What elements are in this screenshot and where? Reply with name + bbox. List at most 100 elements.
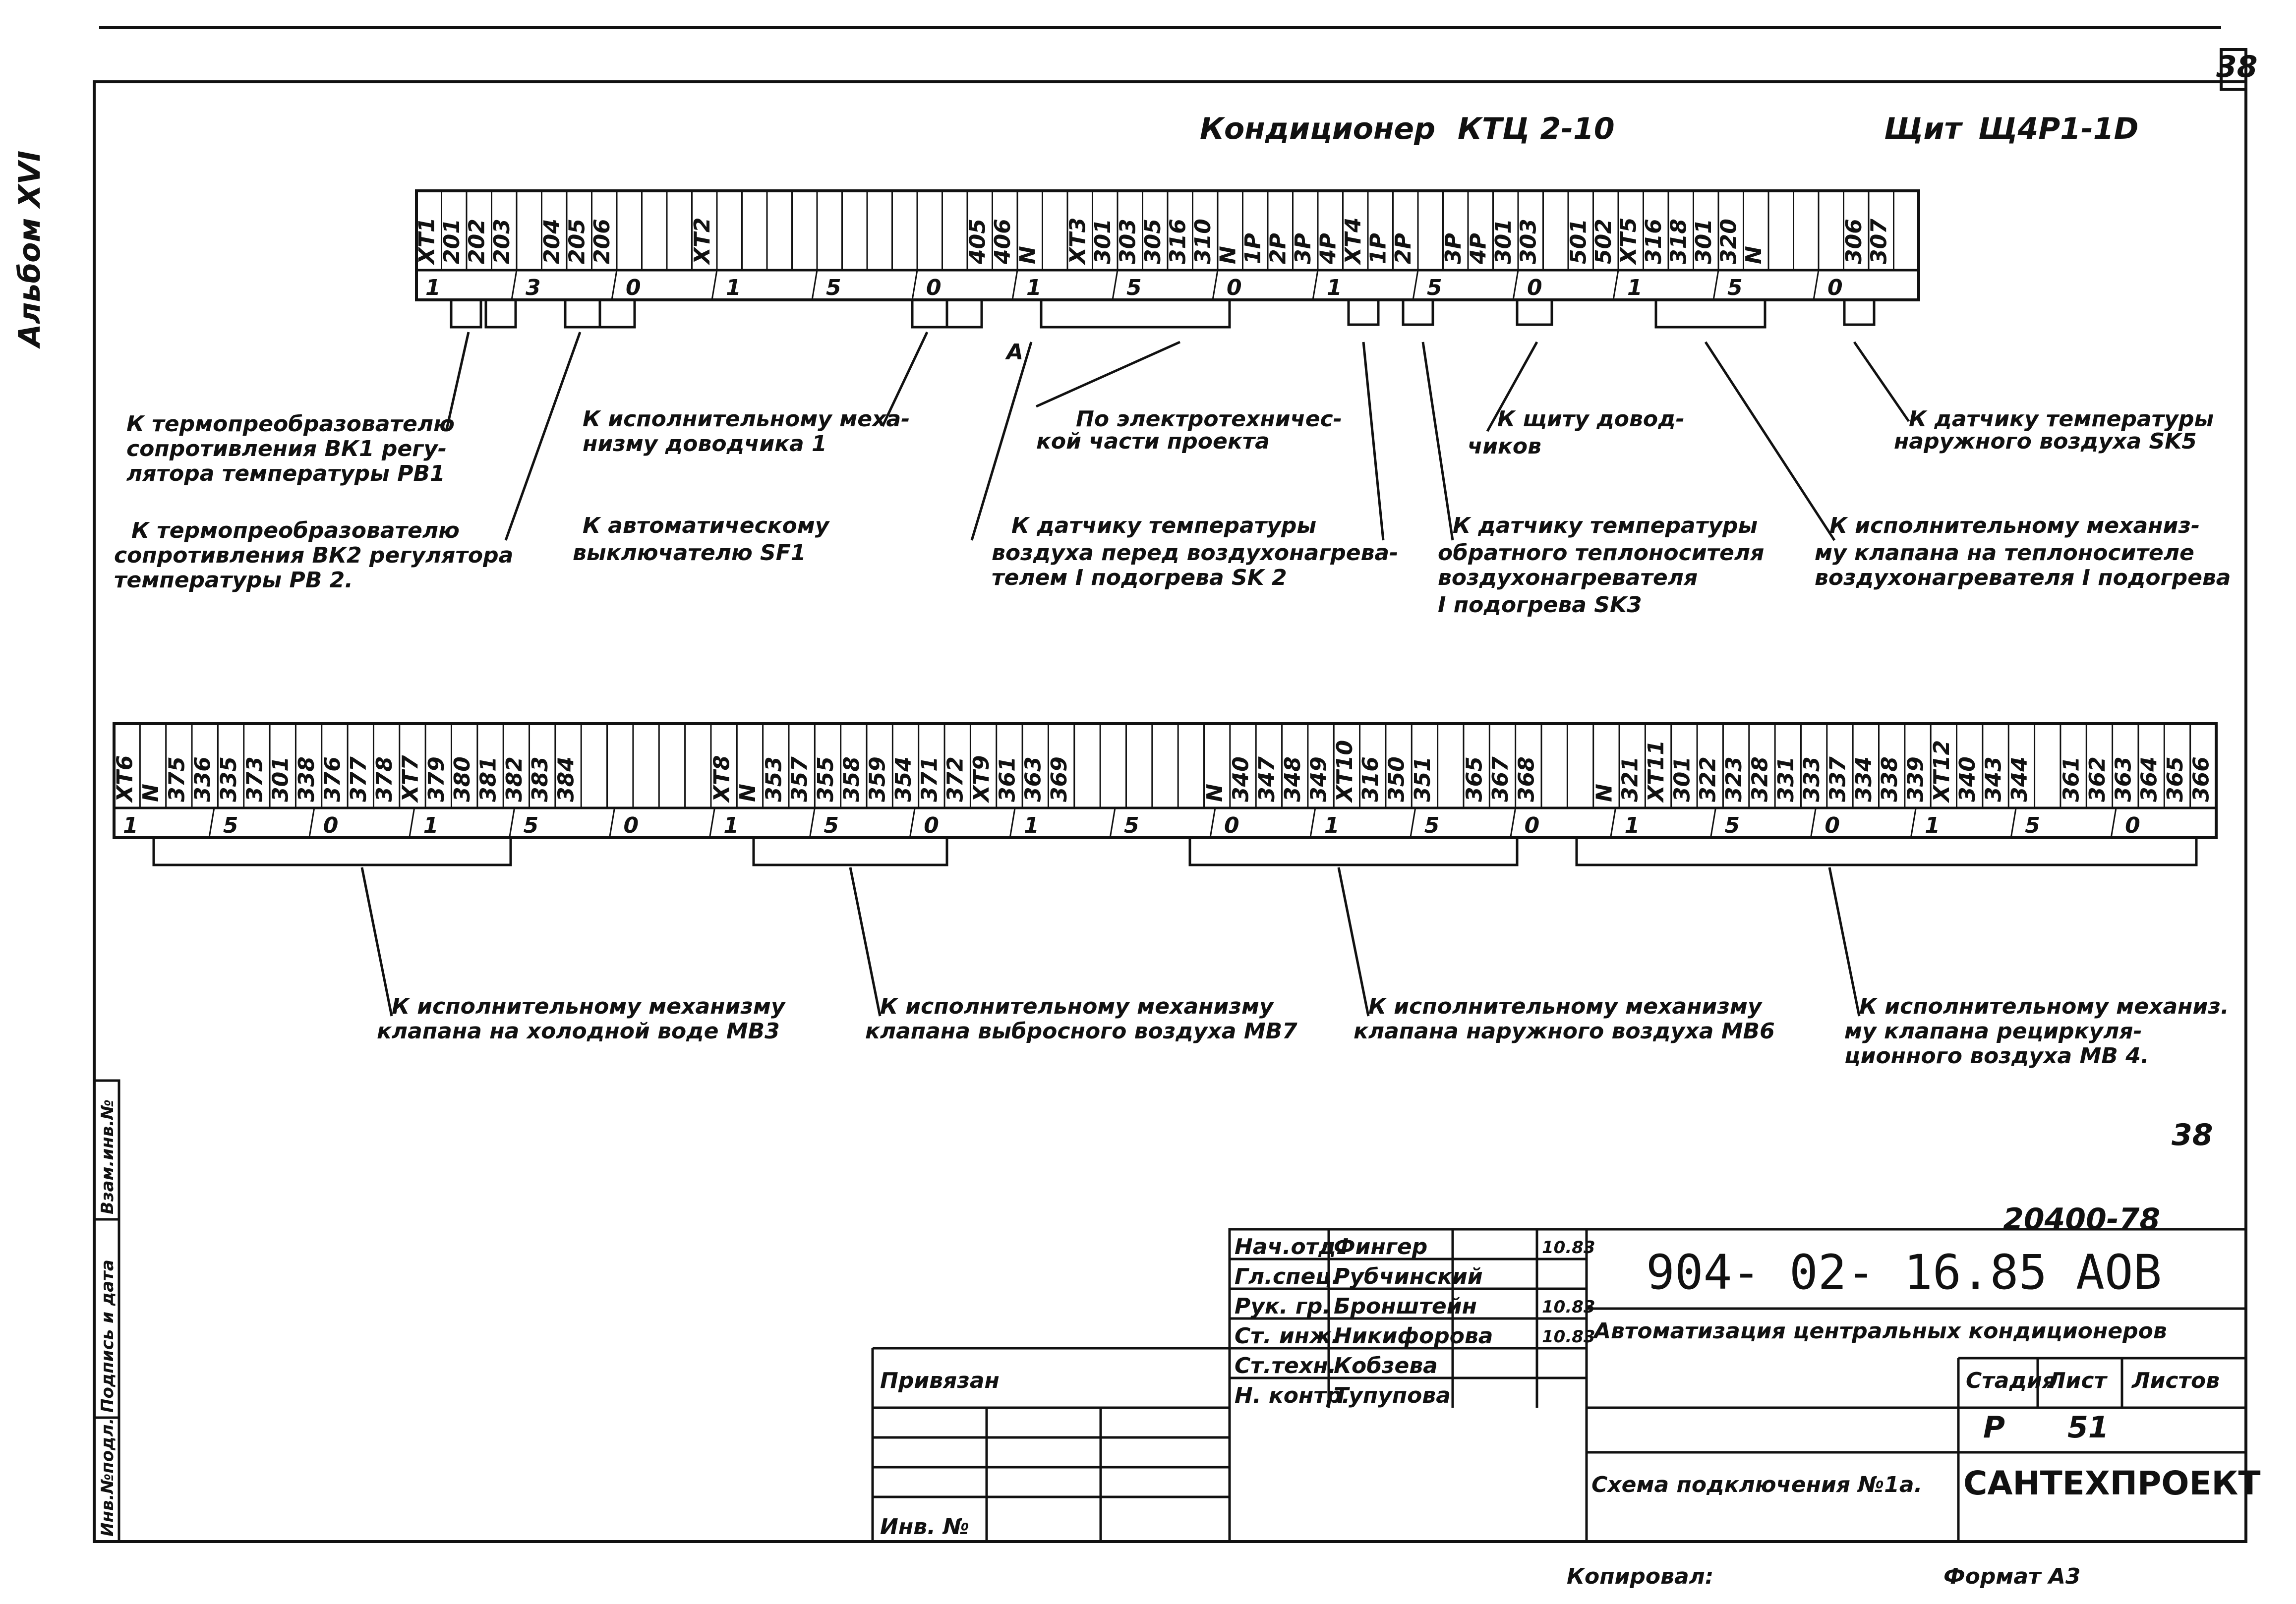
svg-text:кой части проекта: кой части проекта bbox=[1036, 429, 1270, 454]
svg-text:К исполнительному механизму: К исполнительному механизму bbox=[1368, 994, 1763, 1019]
svg-text:лятора температуры РВ1: лятора температуры РВ1 bbox=[126, 461, 445, 486]
label-bottom-3: К исполнительному механизму клапана нару… bbox=[1354, 994, 1775, 1044]
terminal-cell-label: N bbox=[1591, 784, 1617, 802]
terminal-group-border bbox=[208, 807, 215, 838]
terminal-cell-label: ХТ7 bbox=[398, 755, 423, 803]
svg-text:К исполнительному меха-: К исполнительному меха- bbox=[583, 406, 910, 432]
svg-text:сопротивления ВК1 регу-: сопротивления ВК1 регу- bbox=[126, 436, 447, 461]
svg-text:наружного воздуха SK5: наружного воздуха SK5 bbox=[1894, 429, 2197, 454]
tb-name-2: Бронштейн bbox=[1334, 1294, 1477, 1319]
terminal-group-border bbox=[1910, 807, 1917, 838]
terminal-jumper bbox=[1040, 298, 1231, 329]
terminal-cell-label: 383 bbox=[528, 756, 553, 802]
terminal-cell-label: 362 bbox=[2085, 756, 2110, 802]
copied-by: Копировал: bbox=[1567, 1564, 1714, 1589]
terminal-jumper bbox=[911, 298, 948, 329]
svg-text:му клапана на теплоносителе: му клапана на теплоносителе bbox=[1815, 540, 2194, 566]
terminal-group-border bbox=[1810, 807, 1817, 838]
terminal-group-border bbox=[409, 807, 415, 838]
stamp-inv-orig: Инв.№подл. bbox=[98, 1418, 118, 1537]
terminal-cell-label: 338 bbox=[1877, 756, 1902, 802]
terminal-cell-label: 318 bbox=[1666, 219, 1691, 264]
terminal-cell-label: 344 bbox=[2007, 756, 2032, 802]
tb-name-5: Тупупова bbox=[1334, 1383, 1451, 1408]
terminal-group-number: 5 bbox=[1124, 813, 1139, 838]
svg-text:К термопреобразователю: К термопреобразователю bbox=[126, 411, 455, 437]
terminal-cell-label: ХТ8 bbox=[709, 755, 735, 803]
terminal-group-number: 0 bbox=[1224, 813, 1239, 838]
terminal-cell-label: N bbox=[138, 784, 164, 802]
tb-date-3: 10.83 bbox=[1542, 1327, 1595, 1347]
tb-drawing-name: Схема подключения №1а. bbox=[1591, 1472, 1922, 1497]
terminal-cell-label: 365 bbox=[2163, 756, 2188, 802]
tb-stage: Р bbox=[1983, 1410, 2005, 1445]
label-mid-1: К термопреобразователю сопротивления ВК2… bbox=[114, 518, 513, 593]
terminal-group-number: 0 bbox=[624, 813, 639, 838]
label-mid-3: К датчику температуры воздуха перед возд… bbox=[992, 513, 1398, 590]
terminal-group-number: 0 bbox=[1527, 275, 1542, 300]
label-top-2: К исполнительному меха- низму доводчика … bbox=[583, 406, 910, 457]
terminal-cell-label: ХТ9 bbox=[969, 755, 994, 803]
terminal-cell-label: 2Р bbox=[1265, 233, 1291, 264]
tb-role-0: Нач.отд. bbox=[1235, 1234, 1344, 1260]
terminal-group-number: 0 bbox=[2125, 813, 2140, 838]
terminal-group-number: 5 bbox=[824, 813, 839, 838]
svg-text:К датчику температуры: К датчику температуры bbox=[1011, 513, 1316, 538]
terminal-group-border bbox=[1309, 807, 1316, 838]
terminal-group-number: 5 bbox=[1126, 275, 1142, 300]
terminal-cell-label: 322 bbox=[1696, 756, 1721, 802]
terminal-group-border bbox=[509, 807, 516, 838]
svg-text:выключателю SF1: выключателю SF1 bbox=[573, 540, 806, 566]
terminal-cell-label: N bbox=[1215, 246, 1240, 264]
svg-text:воздухонагревателя: воздухонагревателя bbox=[1438, 565, 1698, 590]
terminal-group-number: 1 bbox=[423, 813, 439, 838]
terminal-cell-label: 339 bbox=[1903, 756, 1928, 802]
terminal-cell-label: 301 bbox=[1090, 219, 1116, 264]
terminal-group-border bbox=[711, 270, 718, 300]
terminal-group-number: 0 bbox=[926, 275, 942, 300]
terminal-cell-label: 340 bbox=[1229, 756, 1254, 802]
terminal-jumper bbox=[1188, 836, 1519, 866]
terminal-group-number: 1 bbox=[726, 275, 741, 300]
terminal-group-border bbox=[1512, 270, 1519, 300]
terminal-cell-label: 502 bbox=[1591, 219, 1616, 264]
terminal-cell-label: 365 bbox=[1462, 756, 1487, 802]
svg-text:обратного теплоносителя: обратного теплоносителя bbox=[1438, 540, 1764, 566]
label-bottom-4: К исполнительному механиз. му клапана ре… bbox=[1844, 994, 2229, 1069]
terminal-jumper bbox=[564, 298, 601, 329]
terminal-group-number: 1 bbox=[1625, 813, 1640, 838]
terminal-group-number: 0 bbox=[626, 275, 641, 300]
svg-text:По электротехничес-: По электротехничес- bbox=[1076, 406, 1342, 432]
terminal-cell-label: 301 bbox=[268, 756, 294, 802]
terminal-cell-label: 320 bbox=[1716, 219, 1741, 264]
terminal-cell-label: 380 bbox=[450, 756, 475, 802]
terminal-cell-label: 351 bbox=[1410, 756, 1435, 802]
terminal-group-border bbox=[511, 270, 518, 300]
label-top-5: К датчику температуры наружного воздуха … bbox=[1894, 406, 2214, 454]
terminal-group-border bbox=[1209, 807, 1216, 838]
svg-text:К исполнительному механиз-: К исполнительному механиз- bbox=[1829, 513, 2200, 538]
terminal-group-number: 1 bbox=[1324, 813, 1340, 838]
terminal-cell-label: 363 bbox=[2111, 756, 2136, 802]
tb-role-3: Ст. инж. bbox=[1235, 1323, 1340, 1349]
tb-name-4: Кобзева bbox=[1334, 1353, 1438, 1378]
terminal-cell-label: 364 bbox=[2137, 756, 2162, 802]
terminal-jumper bbox=[945, 298, 983, 329]
terminal-group-number: 1 bbox=[1925, 813, 1940, 838]
terminal-jumper bbox=[752, 836, 948, 866]
terminal-cell-label: ХТ6 bbox=[113, 755, 138, 803]
terminal-group-border bbox=[1610, 807, 1617, 838]
terminal-jumper bbox=[1402, 298, 1434, 326]
terminal-cell-label: 375 bbox=[164, 756, 189, 802]
terminal-group-number: 0 bbox=[924, 813, 939, 838]
terminal-cell-label: N bbox=[1015, 246, 1040, 264]
terminal-group-number: 5 bbox=[2025, 813, 2040, 838]
terminal-cell-label: 343 bbox=[1981, 756, 2006, 802]
terminal-cell-label: 201 bbox=[439, 219, 465, 264]
terminal-cell-label: 367 bbox=[1488, 756, 1513, 802]
terminal-cell-label: 301 bbox=[1691, 219, 1716, 264]
tb-role-4: Ст.техн. bbox=[1235, 1353, 1336, 1378]
terminal-jumper bbox=[1654, 298, 1766, 329]
